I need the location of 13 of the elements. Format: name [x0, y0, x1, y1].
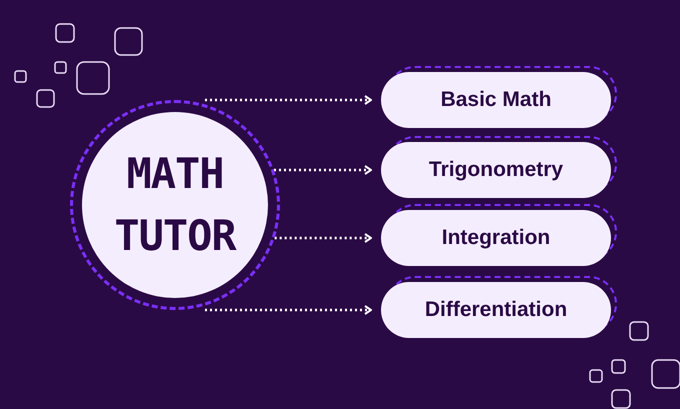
circle-title: MATH TUTOR: [113, 148, 238, 262]
dotted-arrow: [205, 305, 372, 315]
topic-label: Basic Math: [440, 87, 552, 114]
topic-pill: [381, 142, 611, 198]
topic-label: Integration: [442, 225, 550, 252]
topic-label: Differentiation: [424, 297, 568, 324]
topic-pill: [381, 72, 611, 128]
dotted-arrow: [274, 165, 372, 175]
dotted-arrow: [205, 95, 372, 105]
topic-label: Trigonometry: [428, 157, 564, 184]
topic-pill: [381, 282, 611, 338]
topic-pill: [381, 210, 611, 266]
dotted-arrow: [274, 233, 372, 243]
